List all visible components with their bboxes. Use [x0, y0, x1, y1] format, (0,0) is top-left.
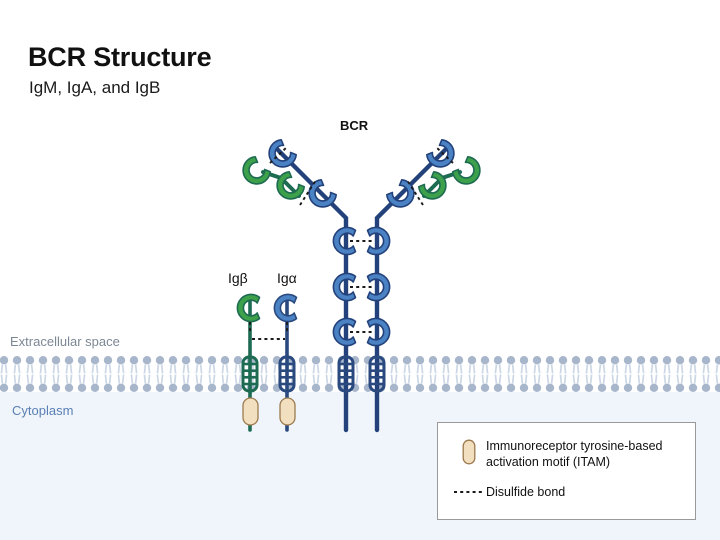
label-bcr: BCR: [340, 118, 369, 133]
disulfide-bond-group-heavy: [350, 240, 373, 333]
label-ig-beta: Igβ: [228, 270, 248, 286]
label-ig-alpha: Igα: [277, 270, 297, 286]
page-title: BCR Structure: [28, 42, 212, 72]
disulfide-bond-alpha-beta: [249, 322, 288, 340]
extracellular-region: [0, 0, 720, 392]
itam-motif-beta: [242, 397, 259, 426]
label-cytoplasm: Cytoplasm: [12, 403, 74, 418]
dotted-line-icon: [452, 483, 486, 499]
legend-box: Immunoreceptor tyrosine-based activation…: [437, 422, 696, 520]
ig-alpha-chain: [273, 293, 298, 432]
legend-item-itam-label: Immunoreceptor tyrosine-based activation…: [486, 439, 663, 469]
phospholipid-bilayer: [0, 356, 720, 392]
legend-item-disulfide-label: Disulfide bond: [486, 485, 566, 499]
legend-item-itam: Immunoreceptor tyrosine-based activation…: [452, 437, 695, 470]
itam-motif-alpha: [279, 397, 296, 426]
legend-item-disulfide: Disulfide bond: [452, 483, 565, 500]
ig-beta-chain: [236, 293, 261, 432]
itam-pill-icon: [452, 437, 486, 465]
page-subtitle: IgM, IgA, and IgB: [29, 78, 161, 97]
label-extracellular-space: Extracellular space: [10, 334, 120, 349]
disulfide-bond-group-light: [269, 146, 454, 206]
